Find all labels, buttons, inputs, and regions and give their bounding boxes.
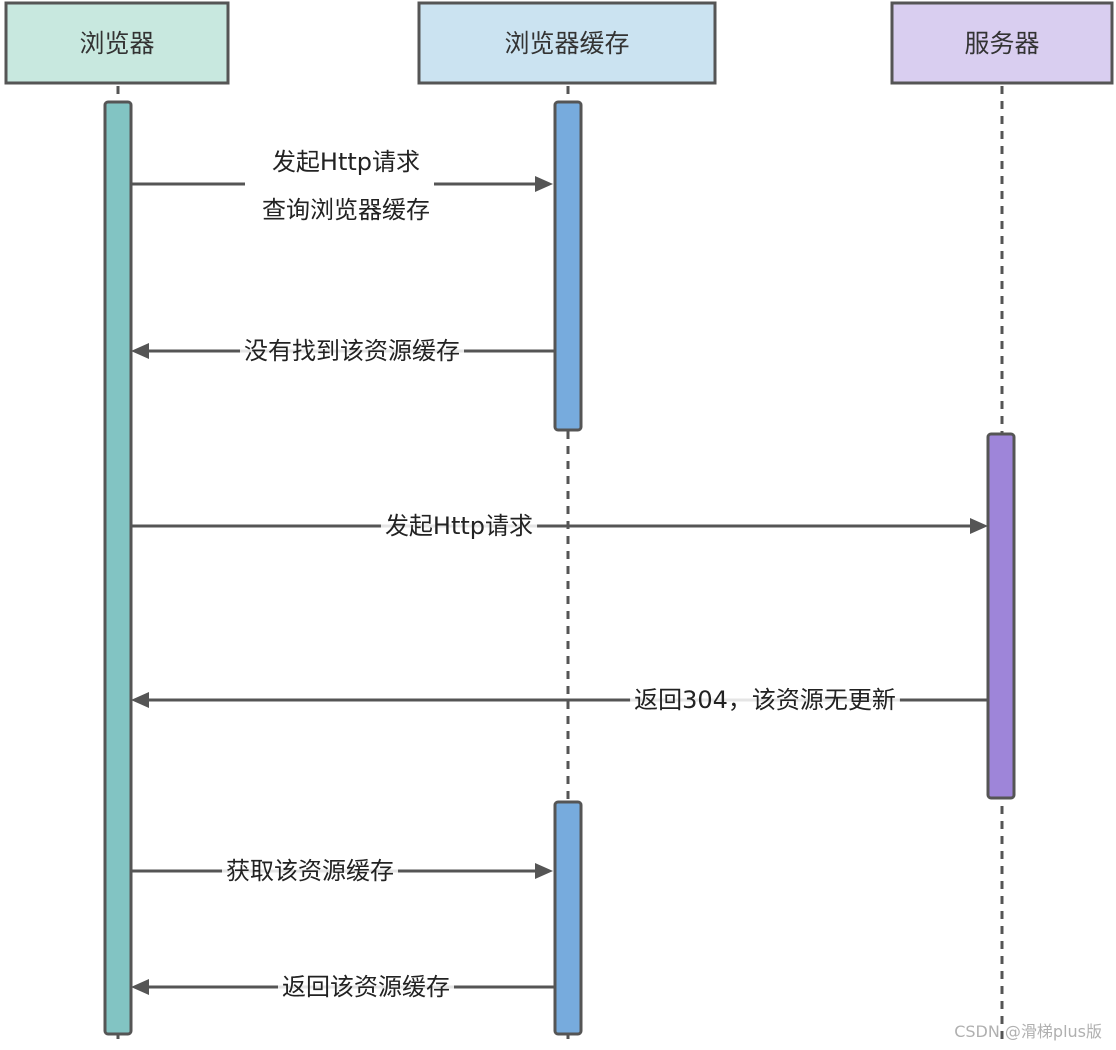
message-return-cache: 返回该资源缓存 [131, 973, 555, 1001]
message-label: 返回304，该资源无更新 [634, 686, 896, 714]
activation-browser [103, 100, 133, 1036]
participant-cache-box [417, 1, 717, 85]
arrowhead-left [131, 979, 149, 995]
participant-cache-label: 浏览器缓存 [504, 29, 629, 58]
arrowhead-left [131, 343, 149, 359]
message-label: 获取该资源缓存 [226, 857, 394, 885]
participant-browser-box [4, 1, 230, 85]
label-backdrop [258, 196, 434, 224]
label-backdrop [222, 857, 398, 885]
participant-server: 服务器 [890, 1, 1114, 85]
arrowhead-right [535, 176, 553, 192]
label-backdrop [267, 148, 425, 176]
watermark: CSDN @滑梯plus版 [954, 1022, 1102, 1041]
arrowhead-right [970, 518, 988, 534]
activation-cache-1 [553, 100, 583, 432]
message-request-cache: 发起Http请求 查询浏览器缓存 [131, 148, 553, 224]
label-backdrop [630, 686, 900, 714]
message-request-server: 发起Http请求 [131, 512, 988, 540]
message-label: 没有找到该资源缓存 [244, 337, 460, 365]
message-not-modified: 返回304，该资源无更新 [131, 686, 988, 714]
message-label: 返回该资源缓存 [282, 973, 450, 1001]
label-backdrop [278, 973, 454, 1001]
label-backdrop [240, 337, 464, 365]
participant-server-label: 服务器 [964, 29, 1039, 58]
label-backdrop [380, 512, 538, 540]
participant-browser: 浏览器 [4, 1, 230, 85]
message-label: 查询浏览器缓存 [262, 196, 430, 224]
participant-browser-label: 浏览器 [79, 29, 154, 58]
activation-cache-2 [553, 800, 583, 1036]
message-label: 发起Http请求 [272, 148, 420, 176]
message-label: 发起Http请求 [385, 512, 533, 540]
arrowhead-right [535, 863, 553, 879]
participant-server-box [890, 1, 1114, 85]
arrowhead-left [131, 692, 149, 708]
activation-server [986, 432, 1016, 800]
message-get-cache: 获取该资源缓存 [131, 857, 553, 885]
participant-cache: 浏览器缓存 [417, 1, 717, 85]
message-cache-miss: 没有找到该资源缓存 [131, 337, 555, 365]
